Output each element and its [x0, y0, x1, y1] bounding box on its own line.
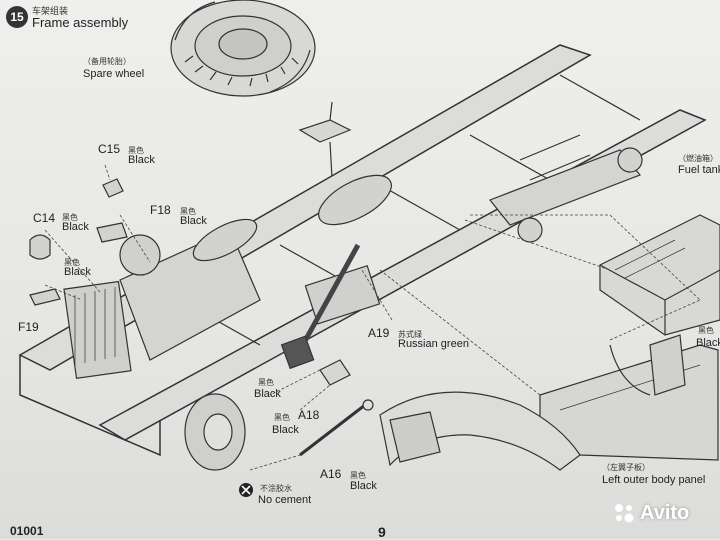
- part-c14-color: Black: [62, 221, 89, 233]
- no-cement-icon: [239, 483, 253, 497]
- part-c14-color-cn: 黑色: [62, 213, 78, 222]
- part-a16-color-cn: 黑色: [350, 471, 366, 480]
- part-code-f18: F18: [150, 203, 171, 217]
- step-title-cn: 车架组装: [32, 6, 69, 16]
- catalog-number: 01001: [10, 524, 44, 538]
- part-code-f19: F19: [18, 320, 39, 334]
- part-f19-color-cn: 黑色: [64, 258, 80, 267]
- step-title: Frame assembly: [32, 15, 129, 30]
- fuel-tank-label: Fuel tank: [678, 164, 720, 176]
- part-f18-color-cn: 黑色: [180, 207, 196, 216]
- part-code-a18: A18: [298, 408, 320, 422]
- extra-black-color-cn: 黑色: [258, 378, 274, 387]
- part-c15-color-cn: 黑色: [128, 146, 144, 155]
- fuel-tank-drawing: [599, 214, 720, 336]
- right-edge-color: Black: [696, 337, 720, 349]
- spare-wheel-label: Spare wheel: [83, 68, 145, 80]
- avito-dots-icon: [615, 504, 634, 523]
- spare-wheel-label-cn: （备用轮胎）: [83, 57, 131, 66]
- left-panel-label-cn: （左翼子板）: [602, 463, 650, 472]
- left-panel-label: Left outer body panel: [602, 474, 706, 486]
- avito-watermark: Avito: [612, 500, 689, 526]
- no-cement-label-cn: 不涂胶水: [260, 484, 292, 493]
- part-a16-color: Black: [350, 480, 377, 492]
- part-a18-color-cn: 黑色: [274, 413, 290, 422]
- left-body-panel-drawing: [379, 334, 719, 471]
- page-number: 9: [378, 524, 386, 540]
- fuel-tank-label-cn: （燃油箱）: [678, 154, 718, 163]
- part-code-c15: C15: [98, 142, 121, 156]
- no-cement-label: No cement: [258, 494, 312, 506]
- part-f18-color: Black: [180, 215, 207, 227]
- part-a18-color: Black: [272, 424, 299, 436]
- part-code-a16: A16: [320, 467, 342, 481]
- avito-watermark-text: Avito: [640, 501, 690, 524]
- part-c15-color: Black: [128, 154, 155, 166]
- part-a19-color-cn: 苏式绿: [398, 330, 422, 339]
- step-number-badge: 15: [6, 6, 28, 28]
- part-f19-color: Black: [64, 266, 91, 278]
- part-a19-color: Russian green: [398, 338, 469, 350]
- part-code-c14: C14: [33, 211, 56, 225]
- spare-wheel-drawing: [170, 0, 316, 97]
- part-code-a19: A19: [368, 326, 390, 340]
- extra-black-color: Black: [254, 388, 281, 400]
- right-edge-color-cn: 黑色: [698, 326, 714, 335]
